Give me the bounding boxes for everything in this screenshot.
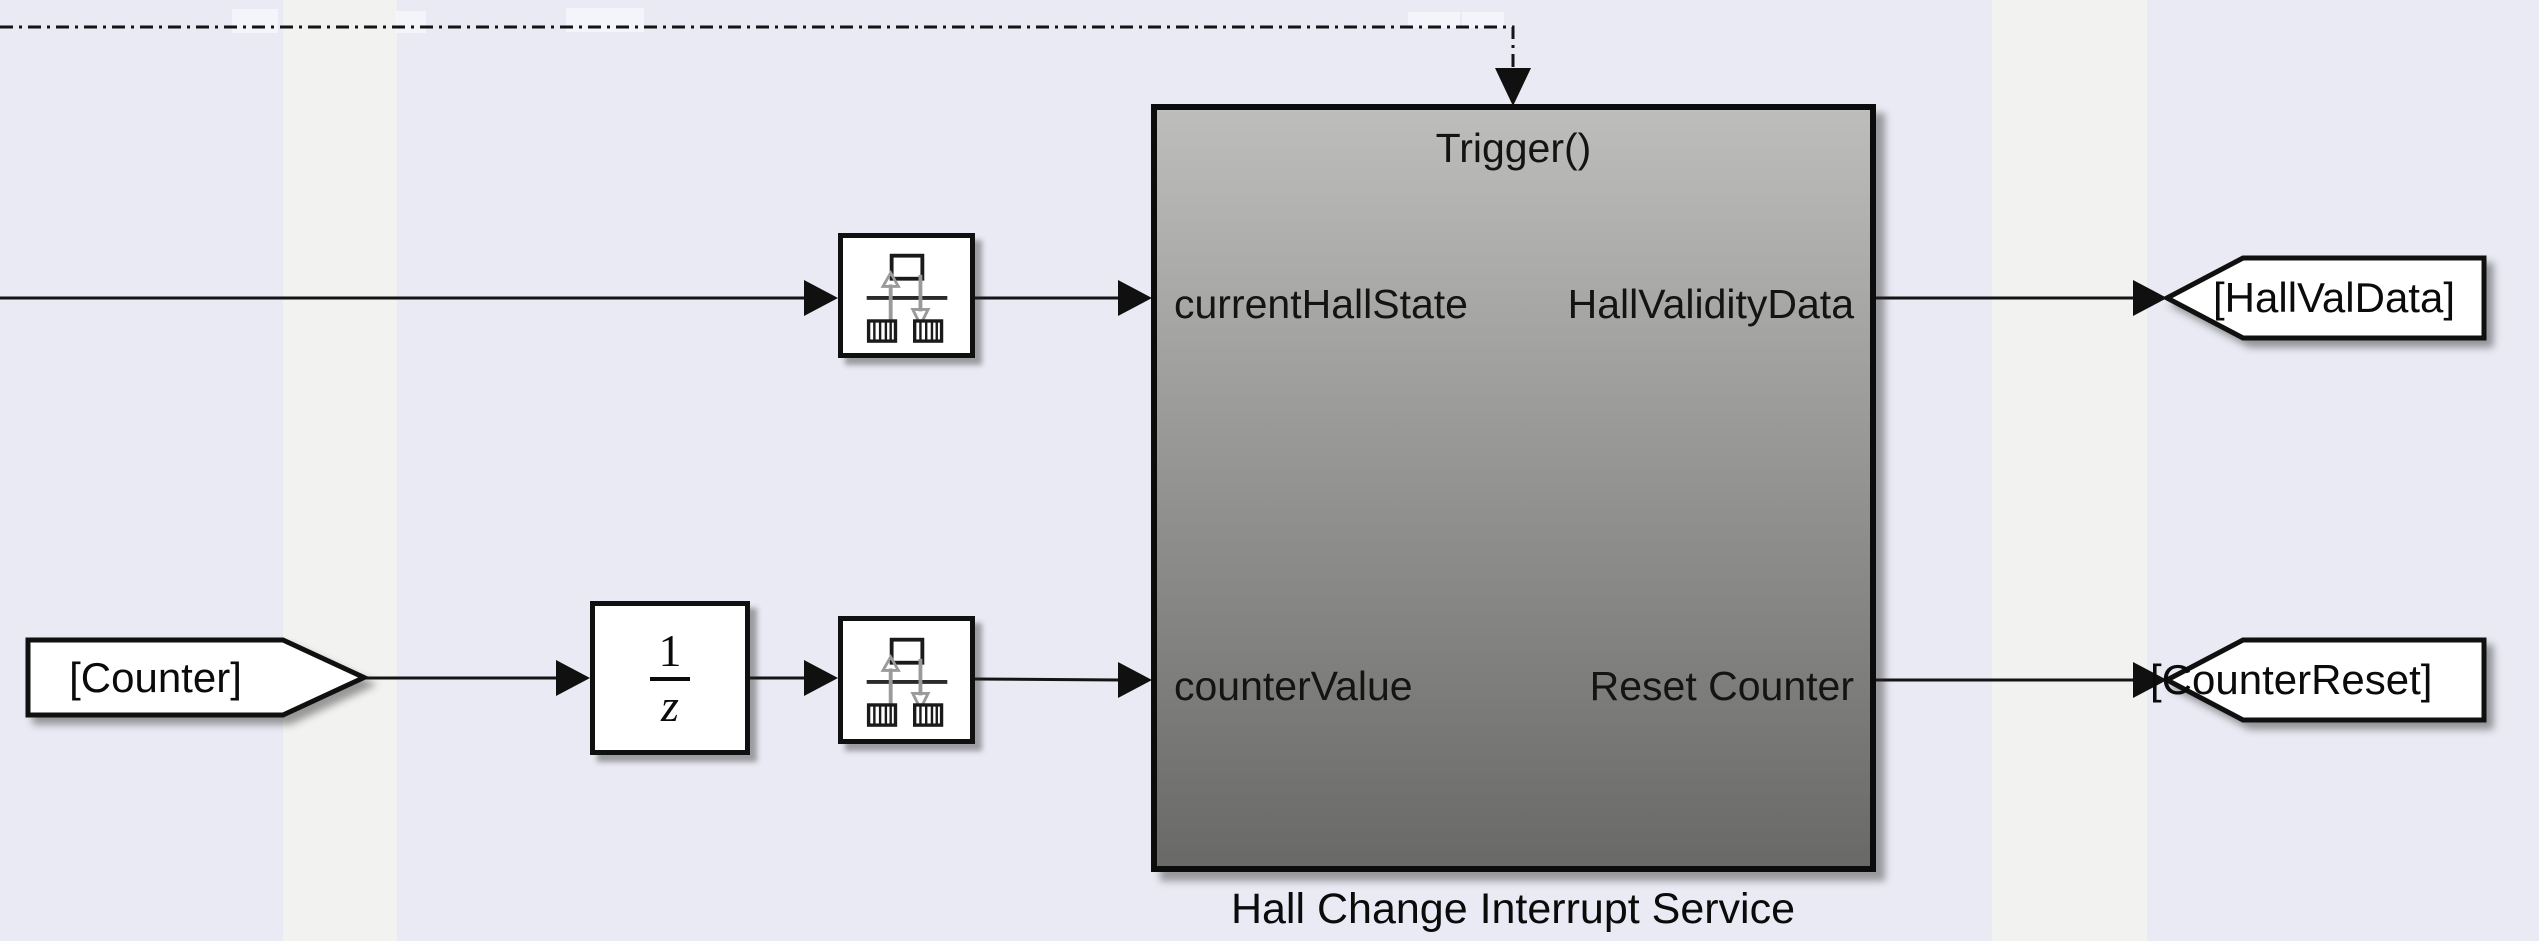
rate-transition-block[interactable]	[838, 233, 975, 358]
subsystem-name-label: Hall Change Interrupt Service	[1230, 885, 1796, 933]
rate-transition-block[interactable]	[838, 616, 975, 744]
arrowhead-icon	[2133, 662, 2167, 698]
unit-delay-block[interactable]: 1 z	[590, 601, 750, 755]
output-port-label: HallValidityData	[1567, 281, 1854, 327]
unit-delay-denominator: z	[661, 679, 679, 731]
goto-tag-shape[interactable]	[2161, 637, 2487, 723]
goto-tag-shape[interactable]	[2161, 255, 2487, 341]
output-port-label: Reset Counter	[1589, 663, 1854, 709]
from-tag-shape[interactable]	[25, 637, 370, 718]
trigger-port-label: Trigger()	[1435, 125, 1592, 171]
arrowhead-icon	[1118, 662, 1152, 698]
goto-tag-label[interactable]: [HallValData]	[2213, 274, 2455, 321]
faint-canvas-artifact	[1408, 12, 1460, 28]
rate-transition-icon	[866, 253, 947, 343]
unit-delay-numerator: 1	[658, 624, 682, 676]
input-port-label: counterValue	[1174, 663, 1413, 709]
triggered-subsystem-block[interactable]: Trigger() currentHallState counterValue …	[1151, 104, 1876, 872]
background-stripe	[1992, 0, 2147, 941]
faint-canvas-artifact	[1462, 12, 1504, 28]
arrowhead-icon	[804, 280, 838, 316]
goto-tag-label[interactable]: [CounterReset]	[2150, 656, 2433, 703]
arrowhead-icon	[1118, 280, 1152, 316]
signal-wire-rt2-to-subsystem[interactable]	[974, 677, 1121, 682]
arrowhead-icon	[556, 660, 590, 696]
arrowhead-icon	[2133, 280, 2167, 316]
unit-delay-fraction: 1 z	[650, 624, 690, 731]
arrowhead-icon	[804, 660, 838, 696]
faint-canvas-artifact	[232, 9, 278, 33]
input-port-label: currentHallState	[1174, 281, 1468, 327]
trigger-arrowhead-icon	[1495, 68, 1531, 106]
background-stripe	[283, 0, 397, 941]
rate-transition-icon	[866, 637, 947, 727]
trigger-signal-wire[interactable]	[0, 25, 1515, 70]
from-tag-label[interactable]: [Counter]	[69, 654, 242, 701]
fraction-bar	[650, 676, 690, 681]
